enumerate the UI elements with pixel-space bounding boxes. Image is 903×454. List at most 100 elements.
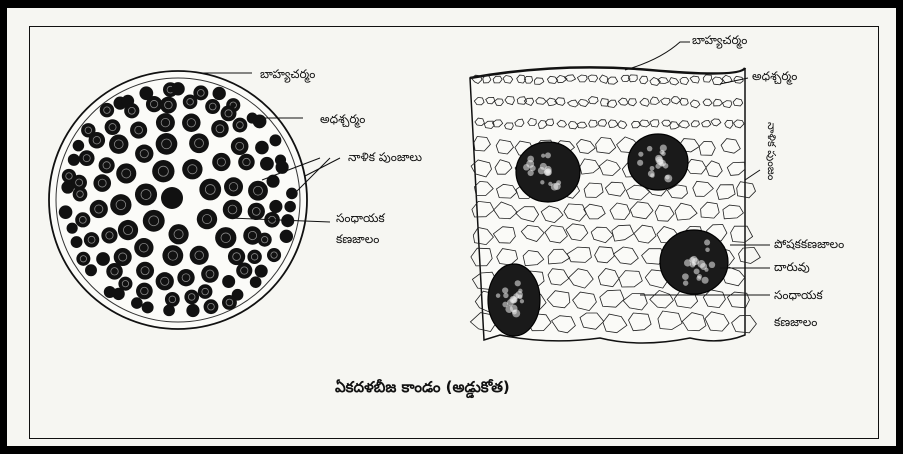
vascular-bundle-dot [124,103,139,118]
vascular-bundle-dot [165,292,180,307]
vascular-bundle-dot [189,133,209,153]
bundle-vessel [690,256,697,263]
vascular-bundle-dot [101,227,117,243]
vascular-bundle-dot [269,134,281,146]
bundle-vessel [694,268,700,274]
vascular-bundle-dot [100,103,114,117]
vascular-bundle-dot [90,200,108,218]
bundle-vessel [540,180,544,184]
vascular-bundle-dot [250,276,262,288]
bundle-vessel [660,144,667,151]
vascular-bundle-dot [231,137,249,155]
vascular-bundle-dot [228,248,245,265]
vascular-bundle-dot [186,304,199,317]
vascular-bundle-dot [205,99,220,114]
label-right-ground-tissue-1: సంధాయక [774,289,823,302]
label-right-ground-tissue-2: కణజాలం [774,316,817,329]
bundle-vessel [683,280,688,285]
bundle-vessel [526,160,534,168]
vascular-bundle-dot [68,154,80,166]
bundle-vessel [545,152,551,158]
vascular-bundle-dot [213,87,226,100]
vascular-bundle-dot [199,179,221,201]
vascular-bundle-dot [253,115,267,129]
vascular-bundle-dot [267,175,280,188]
vascular-bundle-dot [182,159,202,179]
vascular-bundle-dot [280,230,293,243]
vascular-bundle-dot [71,236,83,248]
vascular-bundle-dot [71,175,87,191]
vascular-bundle-dot [286,188,298,200]
vascular-bundle-dot [105,119,121,135]
vascular-bundle-dot [248,203,265,220]
vascular-bundle-dot [222,295,237,310]
bundle-vessel [538,167,545,174]
vascular-bundle-dot [190,246,209,265]
vascular-bundle-dot [131,297,143,309]
vascular-bundle-dot [260,157,274,171]
vascular-bundle-dot [160,97,177,114]
vascular-bundle-dot [168,224,188,244]
bundle-vessel [696,276,701,281]
label-right-vascular-bundle: నాళిక పుంజం [764,122,779,180]
vascular-bundle-dot [73,140,85,152]
bundle-vessel [705,248,710,253]
monocot-stem-whole-section [49,71,307,329]
bundle-vessel [692,262,696,266]
bundle-vessel [650,166,655,171]
vascular-bundle-dot [184,290,199,305]
vascular-bundle-dot [75,212,90,227]
vascular-bundle-dot [116,163,136,183]
label-left-ground-tissue-1: సంధాయక [336,212,385,225]
bundle-vessel [515,280,521,286]
bundle-vessel [520,299,524,303]
vascular-bundle-dot [171,82,184,95]
bundle-vessel [518,295,523,300]
bundle-vessel [647,146,652,151]
label-left-hypodermis: అధశ్చర్మం [320,113,365,126]
vascular-bundle-dot [135,183,157,205]
bundle-vessel [545,170,550,175]
bundle-vessel [655,164,660,169]
vascular-bundle-dot [238,154,255,171]
vascular-bundle-dot [118,220,138,240]
label-left-ground-tissue-2: కణజాలం [336,233,379,246]
vascular-bundle-dot [79,150,95,166]
vascular-bundle-dot [84,232,99,247]
vascular-bundle-dot [134,238,153,257]
vascular-bundle-dot [96,252,110,266]
vascular-bundle-dot [136,262,154,280]
vascular-bundle-dot [232,118,247,133]
vascular-bundle-dot [224,177,243,196]
vascular-bundle-dot [156,272,174,290]
vascular-bundle-dot [156,133,178,155]
vascular-bundle-dot [67,223,78,234]
vascular-bundle-dot [114,248,132,266]
label-left-vascular-bundles: నాళిక పుంజాలు [348,151,422,164]
bundle-vessel [503,293,508,298]
vascular-bundle-dot [135,144,153,162]
label-right-phloem: పోషకకణజాలం [774,238,844,251]
bundle-vessel [663,163,668,168]
vascular-bundle-dot [146,96,162,112]
vascular-bundle-dot [215,227,236,248]
vascular-bundle-dot [118,277,132,291]
bundle-vessel [509,296,517,304]
vascular-bundle-dot [177,269,194,286]
vascular-bundle-dot [162,245,183,266]
vascular-bundle-dot [243,226,261,244]
label-right-hypodermis: అధశ్చర్మం [752,70,797,83]
label-right-xylem: దారువు [774,261,810,274]
bundle-vessel [496,293,500,297]
vascular-bundle-dot [59,205,73,219]
vascular-bundle-dot [211,120,229,138]
vascular-bundle-dot [197,209,217,229]
vascular-bundle-dot [76,252,90,266]
bundle-vessel [648,170,655,177]
bundle-vessel [682,273,689,280]
vascular-bundle-dot [204,299,219,314]
vascular-bundle-dot [255,141,269,155]
bundle-vessel [709,262,716,269]
bundle-vessel [551,183,558,190]
vascular-bundle-dot [221,105,237,121]
